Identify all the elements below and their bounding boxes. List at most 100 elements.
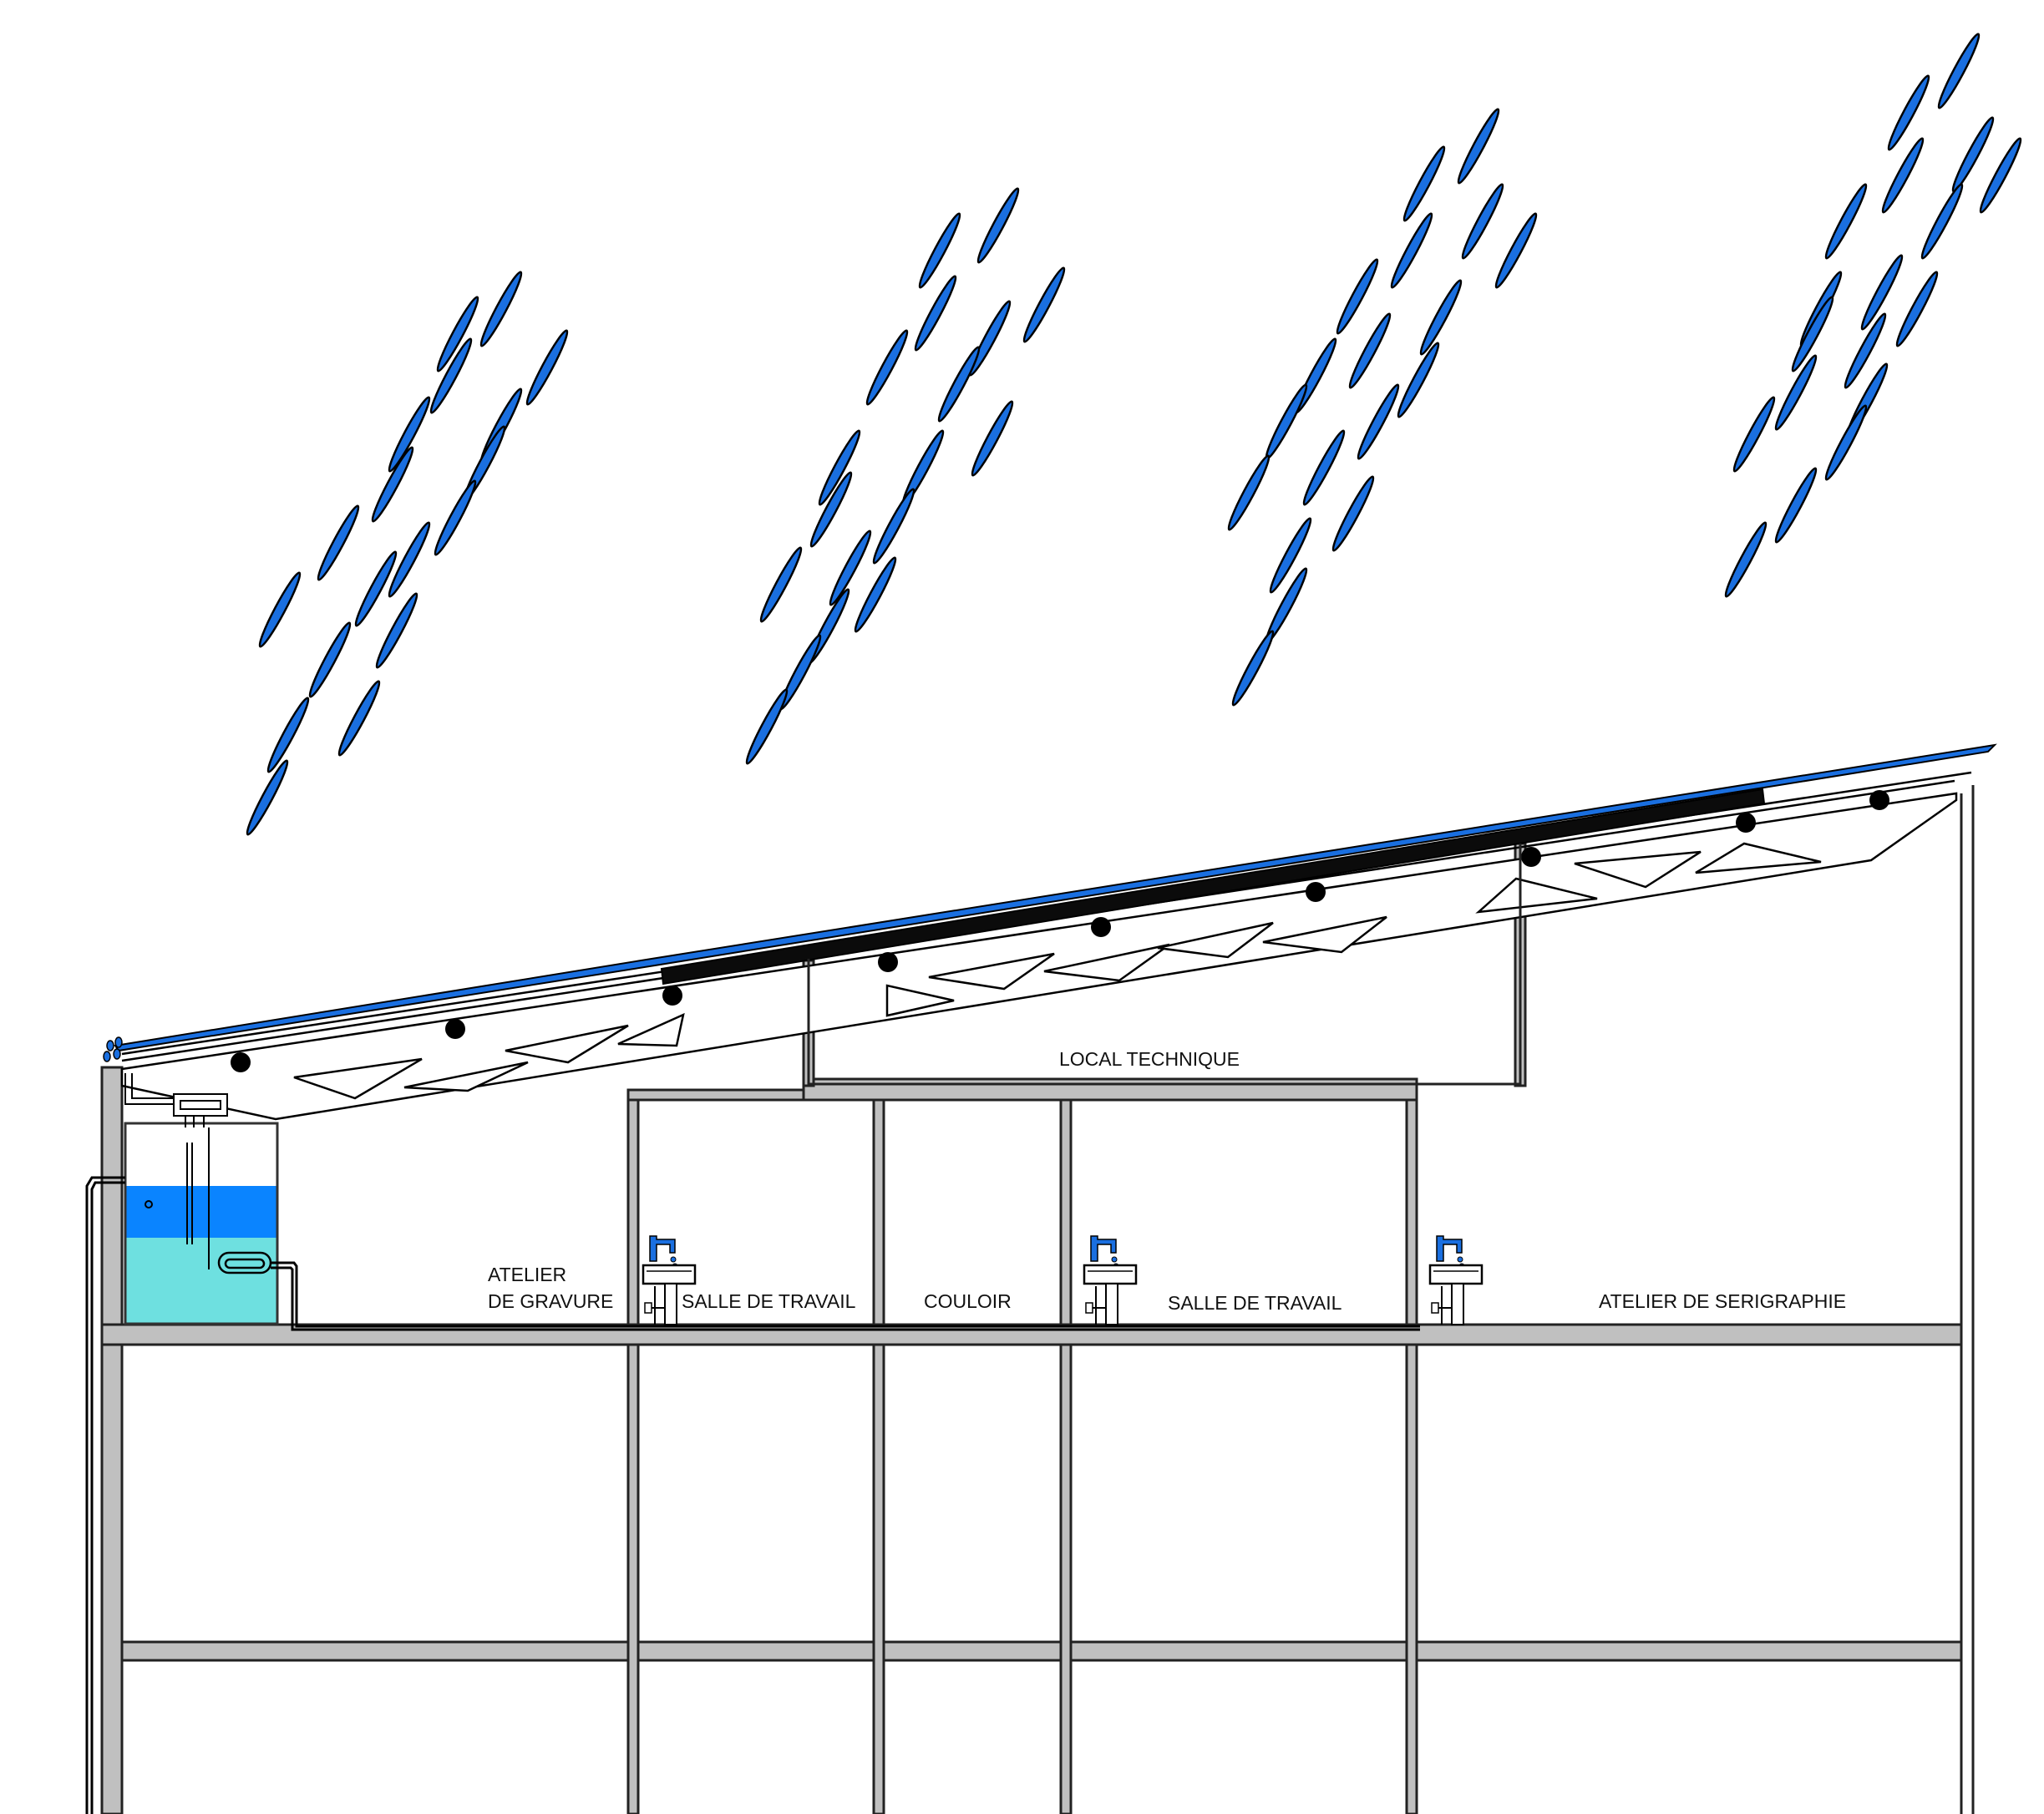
tap-icon	[649, 1235, 676, 1262]
raindrop-icon	[429, 337, 473, 414]
raindrop-icon	[308, 621, 352, 698]
raindrop-icon	[1269, 517, 1312, 594]
label-local-technique: LOCAL TECHNIQUE	[1059, 1048, 1240, 1070]
raindrop-icon	[1357, 383, 1400, 460]
raindrop-icon	[1824, 404, 1868, 481]
raindrop-icon	[872, 488, 915, 565]
sinks	[642, 1235, 1484, 1325]
raindrop-icon	[375, 592, 418, 669]
local-technique-room	[807, 844, 1522, 1086]
washbasin-icon	[1083, 1235, 1138, 1325]
raindrop-icon	[1265, 383, 1308, 460]
raindrop-icon	[1774, 467, 1818, 544]
raindrop-icon	[1844, 312, 1887, 389]
ceiling-slab	[626, 1088, 805, 1102]
raindrop-icon	[434, 479, 477, 556]
floor-slab-roof-level	[100, 1323, 1963, 1346]
label-atelier-serigraphie: ATELIER DE SERIGRAPHIE	[1599, 1290, 1846, 1312]
raindrop-icon	[829, 530, 872, 606]
raindrop-icon	[918, 212, 961, 289]
raindrop-icon	[1860, 254, 1904, 331]
raindrop-icon	[1348, 312, 1392, 389]
rain-drops	[246, 33, 2022, 836]
label-atelier-gravure-2: DE GRAVURE	[488, 1290, 613, 1312]
truss-openings	[293, 842, 1822, 1100]
raindrop-icon	[337, 680, 381, 757]
raindrop-icon	[1402, 145, 1446, 222]
exterior-wall-right	[1960, 785, 1975, 1814]
washbasin-icon	[642, 1235, 697, 1325]
gutter-overflow-drops	[103, 1036, 123, 1062]
raindrop-icon	[258, 571, 302, 648]
tap-icon	[1090, 1235, 1117, 1262]
raindrop-icon	[525, 329, 569, 406]
raindrop-icon	[745, 688, 789, 765]
label-couloir: COULOIR	[924, 1290, 1012, 1312]
raindrop-icon	[388, 521, 431, 598]
raindrop-icon	[1791, 296, 1834, 372]
floor-slab-lower	[120, 1640, 1963, 1662]
partition-wall	[626, 1088, 640, 1326]
partition-wall	[1405, 1088, 1418, 1326]
raindrop-icon	[1227, 454, 1271, 531]
rainwater-tank	[85, 1036, 1420, 1814]
raindrop-icon	[854, 556, 897, 633]
ceiling-slab	[802, 1077, 1418, 1102]
raindrop-icon	[1881, 137, 1925, 214]
partition-wall	[1059, 1088, 1073, 1326]
washbasin-icon	[1428, 1235, 1484, 1325]
raindrop-icon	[1887, 74, 1930, 151]
raindrop-icon	[479, 271, 523, 347]
raindrop-icon	[976, 187, 1020, 264]
raindrop-icon	[1457, 108, 1500, 185]
raindrop-icon	[1022, 266, 1066, 343]
partition-wall	[872, 1088, 885, 1326]
raindrop-icon	[809, 471, 853, 548]
exterior-wall-left	[100, 1066, 124, 1814]
raindrop-icon	[1920, 183, 1964, 260]
raindrop-icon	[266, 697, 310, 773]
raindrop-icon	[1494, 212, 1538, 289]
raindrop-icon	[1336, 258, 1379, 335]
room-labels: LOCAL TECHNIQUE ATELIER DE GRAVURE SALLE…	[488, 1048, 1846, 1314]
raindrop-icon	[1979, 137, 2022, 214]
raindrop-icon	[354, 550, 398, 627]
raindrop-icon	[759, 546, 803, 623]
purlins	[231, 790, 1889, 1072]
roof-membrane	[114, 743, 1997, 1052]
raindrop-icon	[1461, 183, 1504, 260]
raindrop-icon	[246, 759, 289, 836]
raindrop-icon	[388, 396, 431, 473]
raindrop-icon	[1231, 630, 1275, 707]
raindrop-icon	[317, 504, 360, 581]
raindrop-icon	[1732, 396, 1776, 473]
column	[1405, 1343, 1418, 1814]
pump-icon	[217, 1251, 272, 1274]
raindrop-icon	[818, 429, 861, 506]
raindrop-icon	[1397, 342, 1440, 418]
raindrop-icon	[1419, 279, 1463, 356]
label-atelier-gravure-1: ATELIER	[488, 1264, 566, 1285]
column	[872, 1343, 885, 1814]
raindrop-icon	[865, 329, 909, 406]
solar-panel-band	[660, 788, 1766, 986]
raindrop-icon	[1824, 183, 1868, 260]
raindrop-icon	[1390, 212, 1433, 289]
raindrop-icon	[1937, 33, 1981, 109]
roof	[114, 743, 1997, 1121]
raindrop-icon	[971, 400, 1014, 477]
raindrop-icon	[914, 275, 957, 352]
raindrop-icon	[1895, 271, 1939, 347]
label-salle-de-travail-1: SALLE DE TRAVAIL	[682, 1290, 856, 1312]
column	[626, 1343, 640, 1814]
column	[1059, 1343, 1073, 1814]
tap-icon	[1436, 1235, 1463, 1262]
raindrop-icon	[436, 296, 479, 372]
raindrop-icon	[1302, 429, 1346, 506]
raindrop-icon	[371, 446, 414, 523]
raindrop-icon	[1774, 354, 1818, 431]
raindrop-icon	[1724, 521, 1768, 598]
raindrop-icon	[1331, 475, 1375, 552]
raindrop-icon	[937, 346, 981, 423]
